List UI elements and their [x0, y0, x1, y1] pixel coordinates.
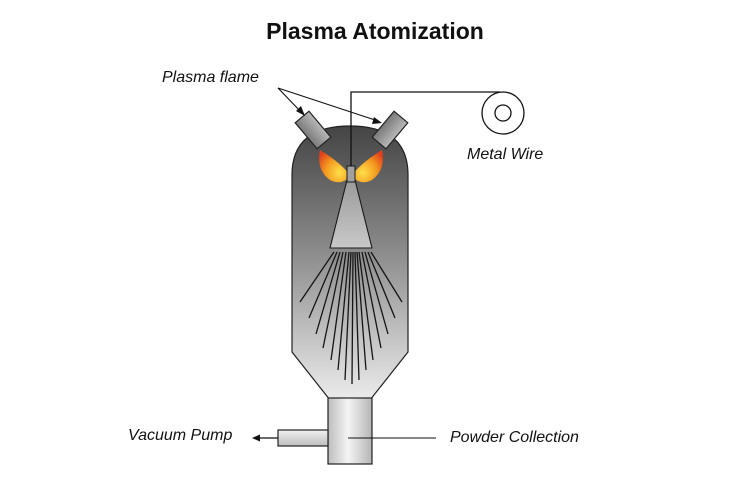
plasma-flame-left	[319, 150, 350, 183]
metal-wire-label: Metal Wire	[467, 146, 544, 163]
wire-tip	[346, 165, 356, 183]
plasma-flame-pointers	[277, 87, 379, 122]
powder-spray-streaks	[299, 251, 403, 385]
wire-spool-hub-icon	[494, 104, 512, 122]
powder-collection-label: Powder Collection	[450, 429, 579, 446]
powder-collection-canister	[327, 397, 373, 465]
arrowhead-icon	[372, 117, 382, 124]
vacuum-pump-label: Vacuum Pump	[128, 427, 233, 444]
metal-wire-feed	[350, 91, 500, 166]
diagram-title: Plasma Atomization	[266, 18, 484, 44]
plasma-flame-right	[352, 150, 383, 183]
vacuum-pump-pipe	[277, 429, 329, 447]
arrowhead-icon	[296, 106, 305, 116]
plasma-torch-right	[371, 110, 409, 150]
arrowhead-icon	[252, 434, 260, 442]
plasma-torch-left	[294, 110, 332, 150]
plasma-flame-label: Plasma flame	[162, 69, 259, 86]
